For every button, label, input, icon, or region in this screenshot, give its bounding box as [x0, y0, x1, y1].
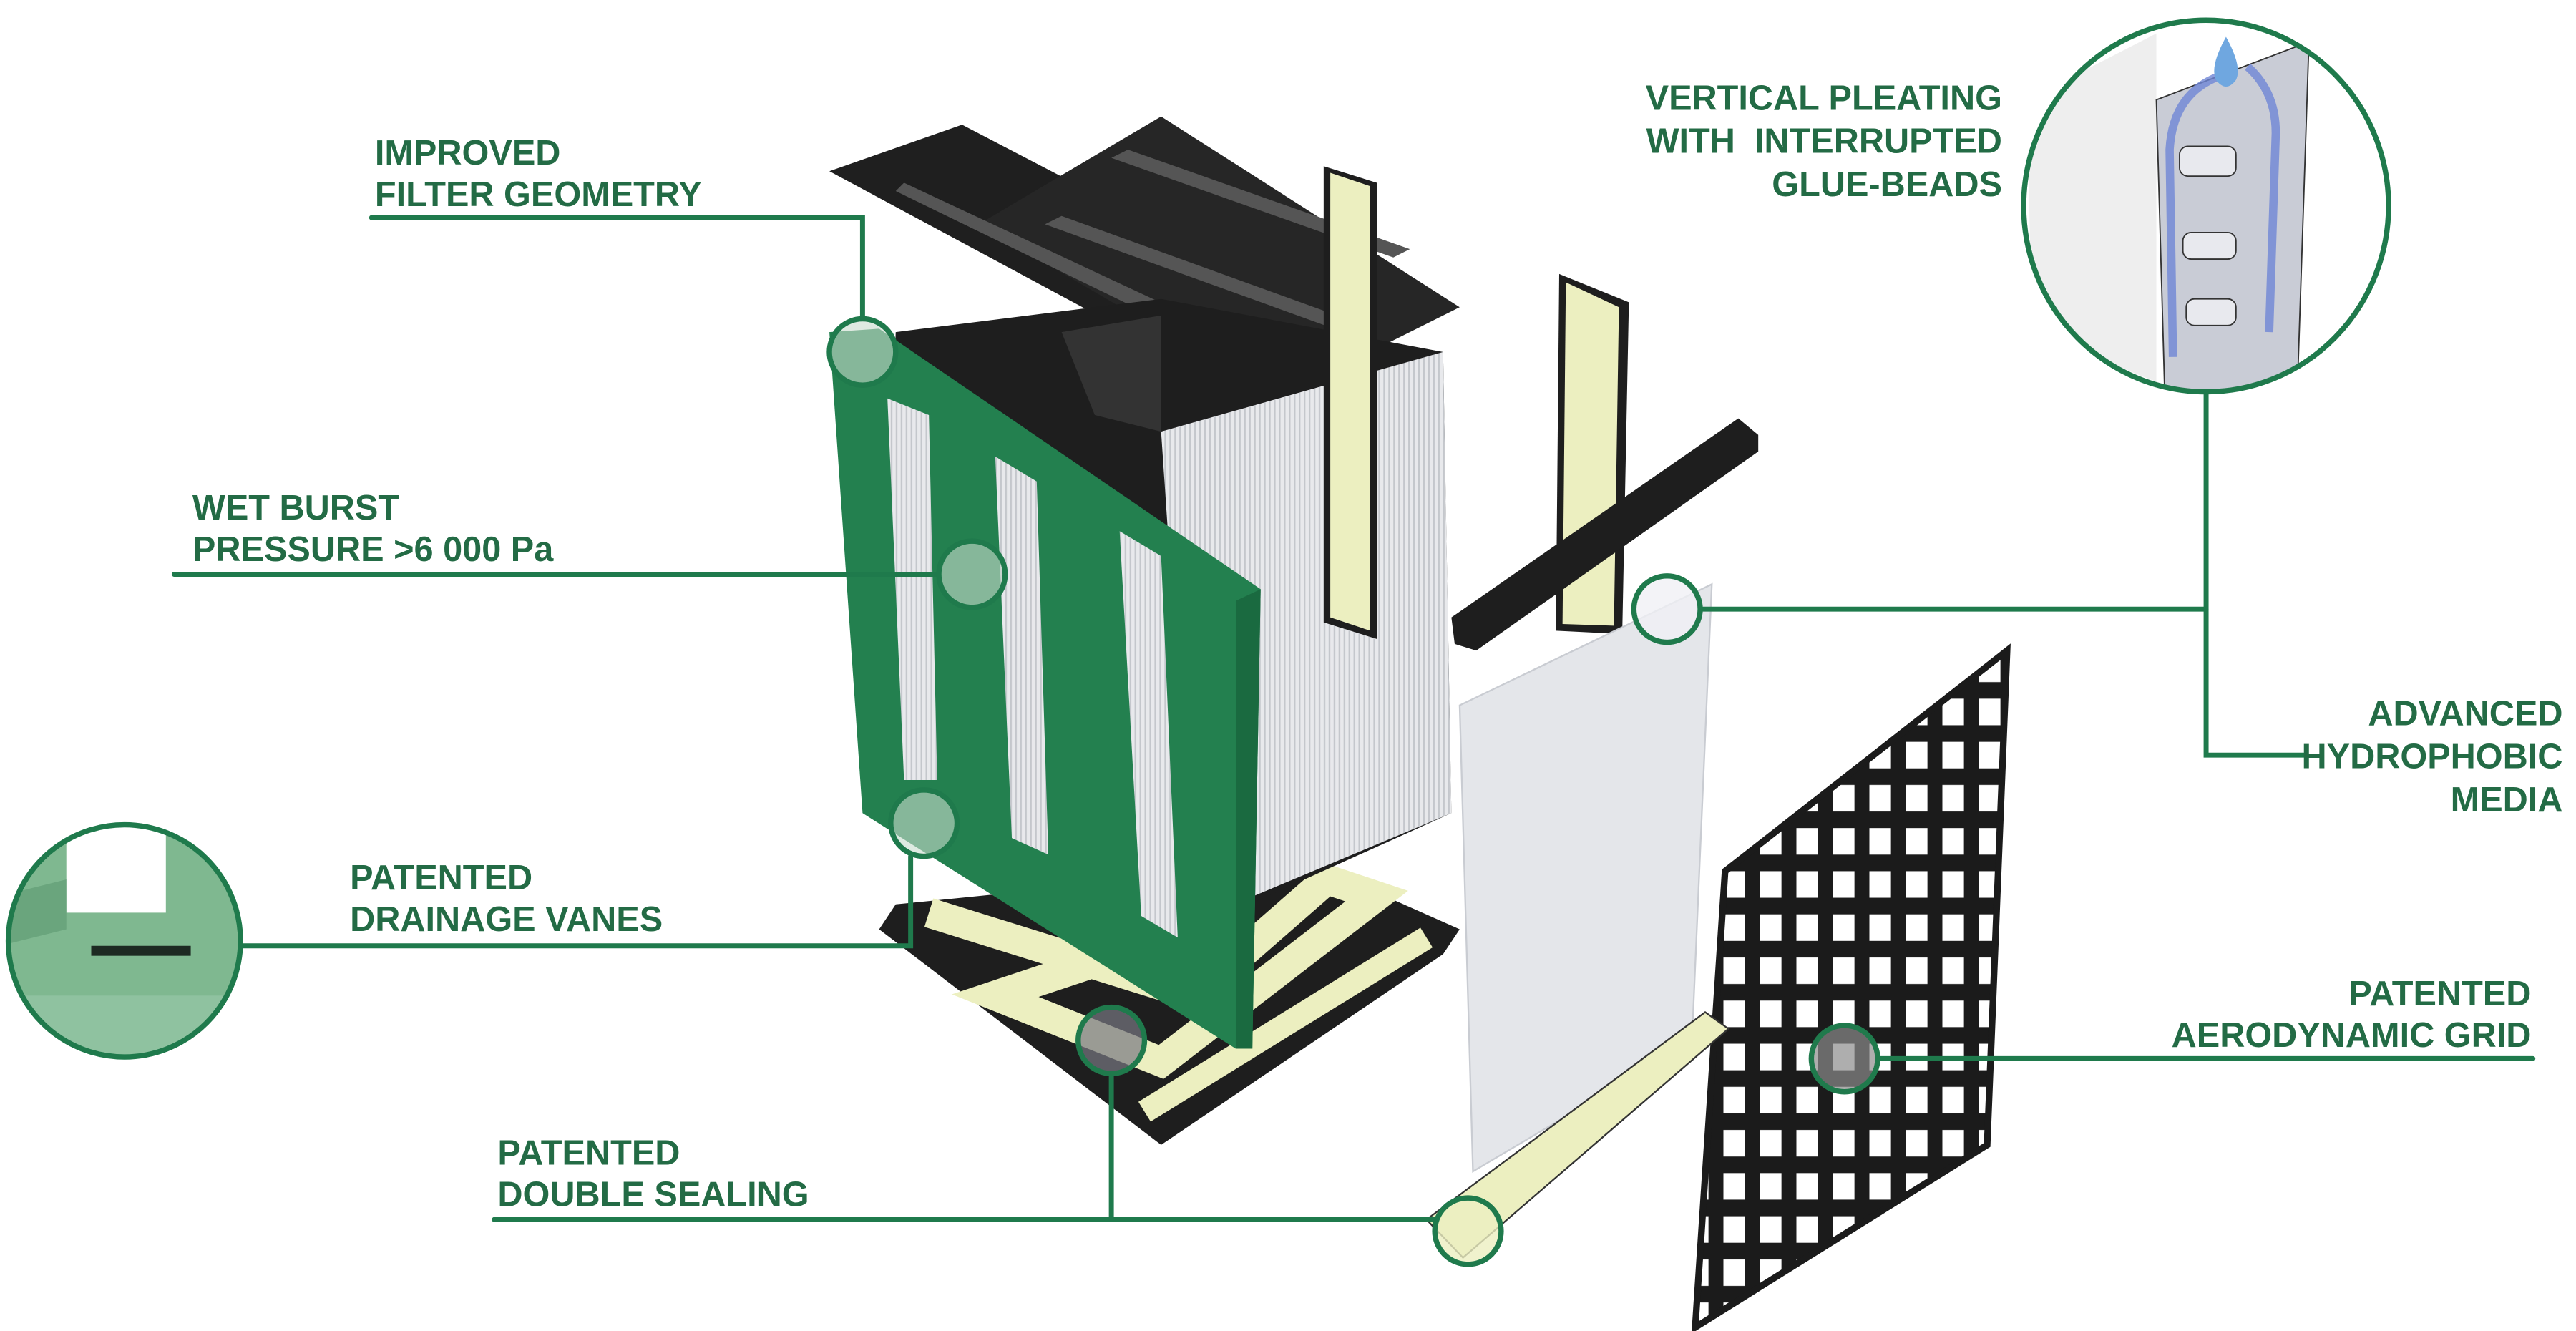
svg-text:FILTER GEOMETRY: FILTER GEOMETRY: [375, 175, 702, 214]
label-vertical-pleating: VERTICAL PLEATING WITH INTERRUPTED GLUE-…: [1646, 79, 2002, 204]
svg-text:PATENTED: PATENTED: [497, 1134, 680, 1173]
label-drainage-vanes: PATENTED DRAINAGE VANES: [350, 859, 663, 939]
svg-text:DOUBLE SEALING: DOUBLE SEALING: [497, 1176, 809, 1214]
svg-text:AERODYNAMIC GRID: AERODYNAMIC GRID: [2172, 1016, 2532, 1055]
callout-ring-grid: [1808, 1023, 1880, 1095]
drainage-vane-detail: [5, 821, 243, 1060]
callout-ring-wet-burst: [936, 538, 1008, 610]
callout-ring-media: [1631, 573, 1703, 645]
svg-text:PATENTED: PATENTED: [350, 859, 532, 897]
svg-text:ADVANCED: ADVANCED: [2368, 694, 2562, 733]
glue-bead: [2179, 145, 2237, 177]
label-double-sealing: PATENTED DOUBLE SEALING: [497, 1134, 809, 1214]
hydrophobic-media-panel: [1458, 582, 1713, 1174]
svg-text:DRAINAGE VANES: DRAINAGE VANES: [350, 900, 663, 939]
aerodynamic-grid: [1692, 643, 2011, 1331]
callout-ring-geometry: [826, 316, 899, 388]
svg-text:MEDIA: MEDIA: [2451, 781, 2563, 819]
label-hydrophobic-media: ADVANCED HYDROPHOBIC MEDIA: [2302, 694, 2563, 819]
svg-text:IMPROVED: IMPROVED: [375, 134, 561, 172]
pleating-detail: [2021, 17, 2391, 395]
label-aerodynamic-grid: PATENTED AERODYNAMIC GRID: [2172, 975, 2532, 1055]
svg-text:PRESSURE >6 000 Pa: PRESSURE >6 000 Pa: [192, 530, 554, 569]
svg-text:WITH INTERRUPTED: WITH INTERRUPTED: [1646, 122, 2002, 161]
svg-text:WET BURST: WET BURST: [192, 489, 399, 527]
side-gaskets: [1323, 166, 1759, 651]
callout-ring-sealing-1: [1075, 1004, 1148, 1076]
svg-text:VERTICAL PLEATING: VERTICAL PLEATING: [1646, 79, 2002, 117]
glue-bead: [2185, 298, 2237, 326]
leader-lines: [171, 215, 2536, 1222]
label-wet-burst: WET BURST PRESSURE >6 000 Pa: [192, 489, 554, 569]
svg-text:HYDROPHOBIC: HYDROPHOBIC: [2302, 738, 2563, 776]
svg-text:GLUE-BEADS: GLUE-BEADS: [1772, 165, 2002, 204]
water-drop-icon: [2214, 36, 2238, 87]
label-filter-geometry: IMPROVED FILTER GEOMETRY: [375, 134, 702, 214]
glue-bead: [2182, 232, 2237, 260]
green-header-frame: [829, 328, 1261, 1049]
callout-ring-drainage: [888, 787, 960, 859]
svg-text:PATENTED: PATENTED: [2348, 975, 2531, 1013]
callout-ring-sealing-2: [1432, 1195, 1504, 1267]
